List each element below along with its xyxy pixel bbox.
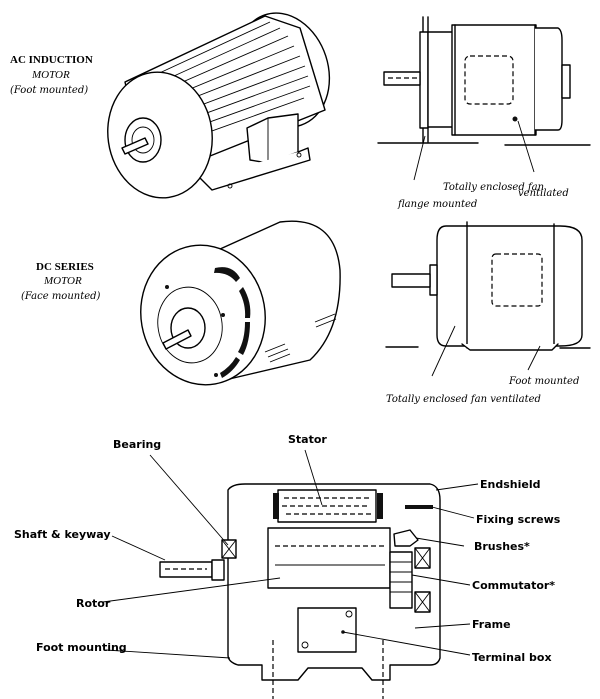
label-terminal-box: Terminal box <box>472 651 552 664</box>
label-brushes: Brushes* <box>474 540 530 553</box>
label-tefv-dc: Totally enclosed fan ventilated <box>386 394 541 405</box>
label-tefv-line2: ventilated <box>518 188 569 199</box>
ac-side-view <box>377 16 591 181</box>
label-flange-mounted: flange mounted <box>397 199 477 210</box>
dc-motor-subtitle: (Face mounted) <box>21 291 101 302</box>
dc-motor-drawing <box>140 220 341 386</box>
leader-lines <box>102 449 479 659</box>
ac-motor-title: AC INDUCTION <box>10 54 93 66</box>
label-rotor: Rotor <box>76 597 111 610</box>
label-endshield: Endshield <box>480 478 540 491</box>
ac-motor-subtitle: (Foot mounted) <box>10 85 88 96</box>
label-stator: Stator <box>288 433 327 446</box>
label-tefv-line1: Totally enclosed fan <box>443 182 544 193</box>
ac-motor-drawing <box>107 12 331 199</box>
dc-side-view <box>385 221 591 377</box>
dc-motor-title: DC SERIES <box>36 261 94 273</box>
cutaway-drawing <box>159 483 441 699</box>
label-commutator: Commutator* <box>472 579 555 592</box>
label-foot-mounted: Foot mounted <box>508 376 579 387</box>
dc-motor-title-line2: MOTOR <box>43 275 82 287</box>
label-shaft-keyway: Shaft & keyway <box>14 528 111 541</box>
stator-stipple <box>282 497 372 515</box>
label-frame: Frame <box>472 618 511 631</box>
label-bearing: Bearing <box>113 438 161 451</box>
label-foot-mounting: Foot mounting <box>36 641 127 654</box>
ac-motor-title-line2: MOTOR <box>31 69 70 81</box>
label-fixing-screws: Fixing screws <box>476 513 561 526</box>
